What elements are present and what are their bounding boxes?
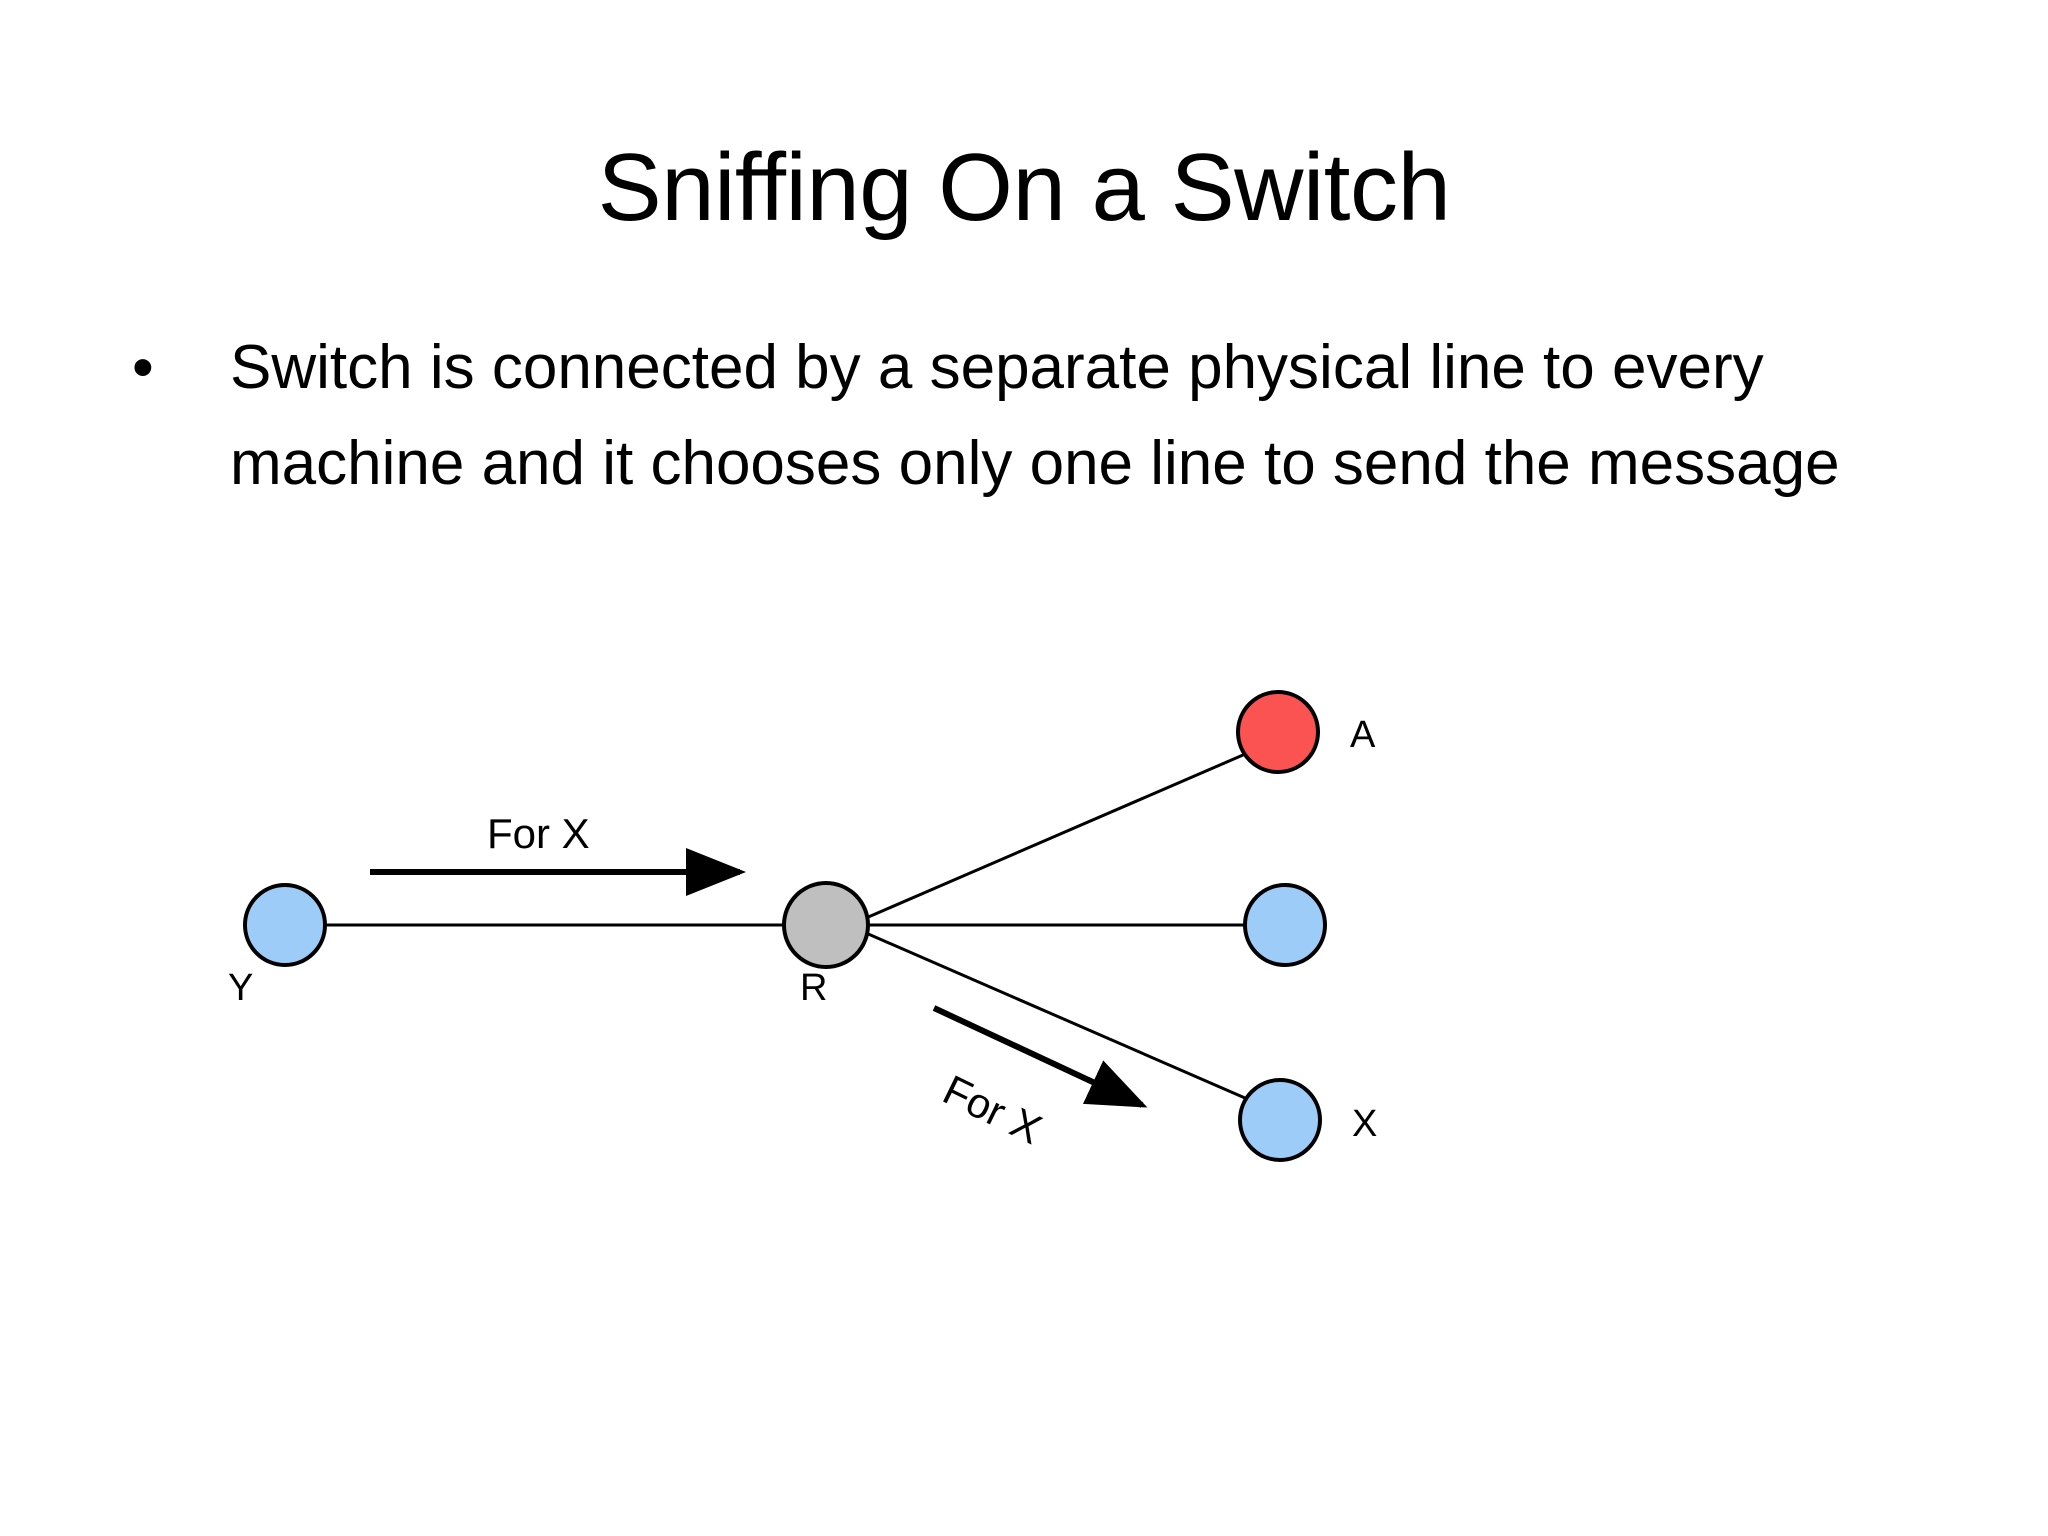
bullet-text: Switch is connected by a separate physic… bbox=[230, 333, 1840, 498]
network-diagram: For X For X Y R A X bbox=[0, 600, 2048, 1300]
node-label-r: R bbox=[800, 967, 827, 1009]
node-label-a: A bbox=[1350, 714, 1376, 756]
link-r-to-a bbox=[865, 753, 1244, 920]
edge-label-for-x-diagonal: For X bbox=[936, 1066, 1049, 1153]
node-middle-host[interactable] bbox=[1243, 883, 1327, 967]
body-content: • Switch is connected by a separate phys… bbox=[120, 320, 1940, 512]
page-title: Sniffing On a Switch bbox=[597, 134, 1451, 241]
arrow-for-x-diagonal bbox=[932, 1005, 1148, 1108]
edge-label-for-x-horizontal: For X bbox=[487, 810, 590, 857]
node-label-y: Y bbox=[228, 967, 253, 1009]
node-x-target[interactable] bbox=[1238, 1078, 1322, 1162]
list-item: • Switch is connected by a separate phys… bbox=[120, 320, 1940, 512]
bullet-marker-icon: • bbox=[132, 333, 154, 402]
node-r-switch[interactable] bbox=[782, 881, 870, 969]
node-a-attacker[interactable] bbox=[1236, 690, 1320, 774]
link-r-to-x bbox=[865, 931, 1246, 1100]
node-label-x: X bbox=[1352, 1103, 1377, 1145]
node-y[interactable] bbox=[243, 883, 327, 967]
